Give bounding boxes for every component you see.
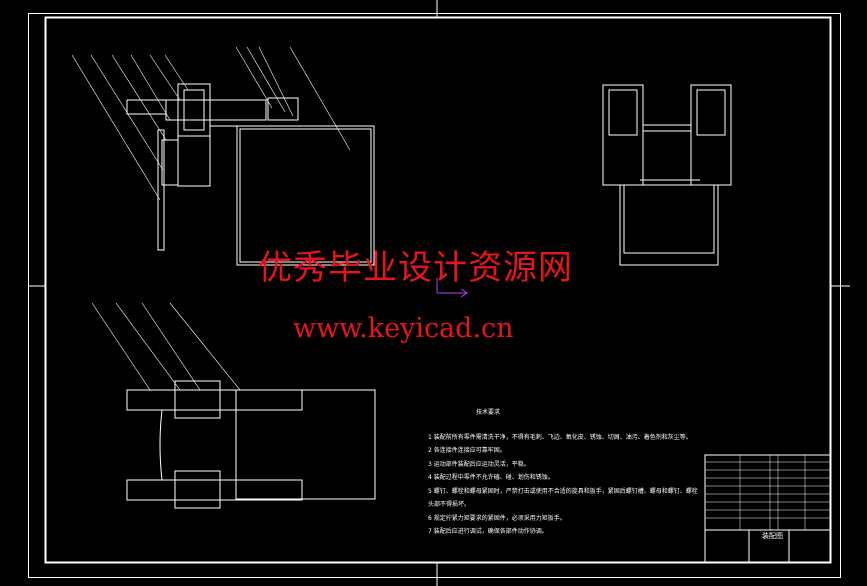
front-view [71, 46, 375, 266]
note-item: 5 螺钉、螺栓和螺母紧固时，严禁打击或使用不合适的旋具和扳手，紧固后螺钉槽、螺母… [428, 487, 698, 509]
notes-heading: 技术要求 [476, 409, 501, 416]
watermark-title: 优秀毕业设计资源网 [258, 248, 573, 288]
drawing-name: 装配图 [762, 532, 783, 540]
title-block [704, 454, 831, 563]
note-item: 1 装配前所有零件需清洗干净，不得有毛刺、飞边、氧化皮、锈蚀、切屑、油污、着色剂… [428, 433, 692, 441]
outer-border [28, 13, 841, 578]
center-marks [28, 0, 850, 586]
note-item: 3 运动部件装配后应运动灵活，平稳。 [428, 460, 530, 468]
inner-border [44, 16, 832, 564]
note-item: 4 装配过程中零件不允许磕、碰、划伤和锈蚀。 [428, 474, 554, 481]
note-item: 7 装配后应进行调试，确保各部件动作协调。 [428, 528, 548, 535]
top-view [91, 302, 376, 509]
technical-requirements: 技术要求 1 装配前所有零件需清洗干净，不得有毛刺、飞边、氧化皮、锈蚀、切屑、油… [428, 406, 698, 539]
ucs-icon [436, 278, 468, 298]
side-view [602, 84, 732, 266]
note-item: 6 规定拧紧力矩要求的紧固件，必须采用力矩扳手。 [428, 514, 566, 522]
watermark-url: www.keyicad.cn [293, 313, 514, 344]
note-item: 2 各连接件连接应可靠牢固。 [428, 447, 506, 454]
